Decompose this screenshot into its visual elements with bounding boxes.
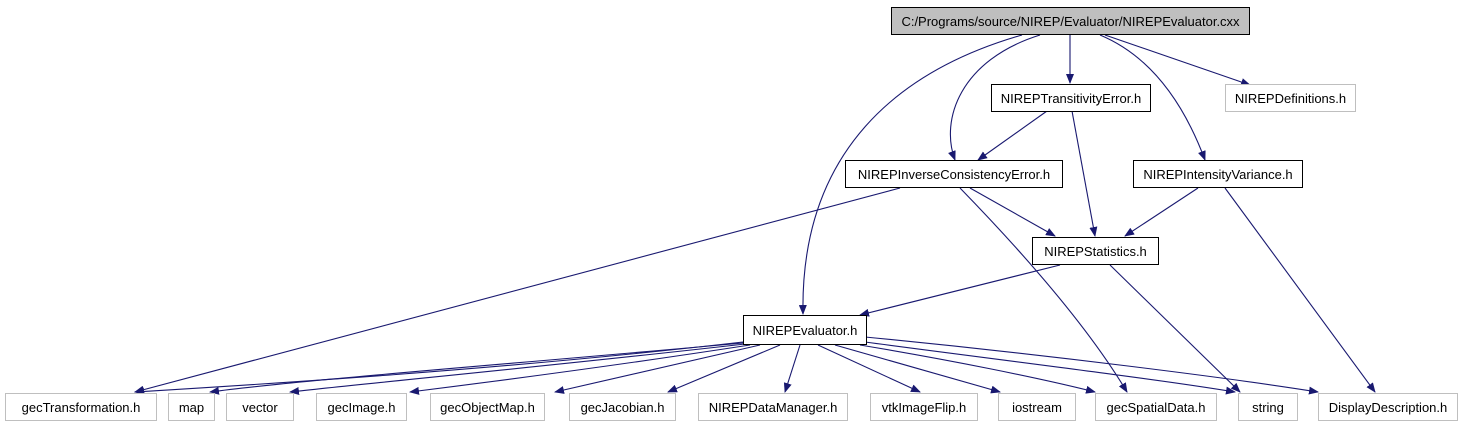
node-vector: vector: [226, 393, 294, 421]
node-data-manager: NIREPDataManager.h: [698, 393, 848, 421]
edge-intensity-to-statistics: [1124, 187, 1199, 237]
node-gec-jacobian: gecJacobian.h: [569, 393, 676, 421]
edge-evaluator-to-displaydescription: [864, 336, 1319, 395]
edge-inverse-to-statistics: [969, 187, 1056, 237]
edge-root-to-inverse: [948, 34, 1041, 161]
node-transitivity-error[interactable]: NIREPTransitivityError.h: [991, 84, 1151, 112]
edge-evaluator-to-string: [864, 341, 1236, 395]
node-map: map: [168, 393, 215, 421]
edge-root-to-evaluator: [798, 34, 1023, 315]
node-evaluator-header[interactable]: NIREPEvaluator.h: [743, 315, 867, 345]
node-gec-object-map: gecObjectMap.h: [430, 393, 545, 421]
node-intensity-variance[interactable]: NIREPIntensityVariance.h: [1133, 160, 1303, 188]
edge-evaluator-to-map: [209, 342, 744, 395]
edge-intensity-to-displaydescription: [1224, 187, 1376, 393]
edge-evaluator-to-vector: [289, 343, 746, 395]
edge-root-to-intensity: [1099, 34, 1206, 161]
node-string: string: [1238, 393, 1298, 421]
node-root-file[interactable]: C:/Programs/source/NIREP/Evaluator/NIREP…: [891, 7, 1250, 35]
edge-evaluator-to-gecobjectmap: [554, 344, 761, 394]
edge-evaluator-to-gecspatialdata: [859, 344, 1096, 394]
edge-transitivity-to-inverse: [977, 110, 1048, 161]
edge-evaluator-to-datamanager: [783, 344, 801, 393]
node-display-description: DisplayDescription.h: [1318, 393, 1458, 421]
node-statistics[interactable]: NIREPStatistics.h: [1032, 237, 1159, 265]
edge-evaluator-to-iostream: [834, 344, 1001, 394]
edge-evaluator-to-gecimage: [409, 344, 751, 395]
edge-root-to-definitions: [1104, 34, 1251, 86]
edge-evaluator-to-vtkimageflip: [817, 344, 921, 393]
edge-evaluator-to-gecjacobian: [667, 344, 781, 393]
edge-statistics-to-string: [1109, 264, 1241, 393]
node-vtk-image-flip: vtkImageFlip.h: [870, 393, 978, 421]
edge-inverse-to-gectransformation: [134, 187, 901, 394]
edge-statistics-to-evaluator: [859, 264, 1061, 317]
node-gec-transformation: gecTransformation.h: [5, 393, 157, 421]
edge-evaluator-to-gectransformation: [134, 341, 744, 396]
node-gec-image: gecImage.h: [316, 393, 407, 421]
node-iostream: iostream: [998, 393, 1076, 421]
edge-inverse-to-gecspatialdata: [959, 187, 1128, 393]
edge-transitivity-to-statistics: [1071, 110, 1098, 237]
node-inverse-consistency-error[interactable]: NIREPInverseConsistencyError.h: [845, 160, 1063, 188]
node-gec-spatial-data: gecSpatialData.h: [1095, 393, 1217, 421]
node-definitions: NIREPDefinitions.h: [1225, 84, 1356, 112]
